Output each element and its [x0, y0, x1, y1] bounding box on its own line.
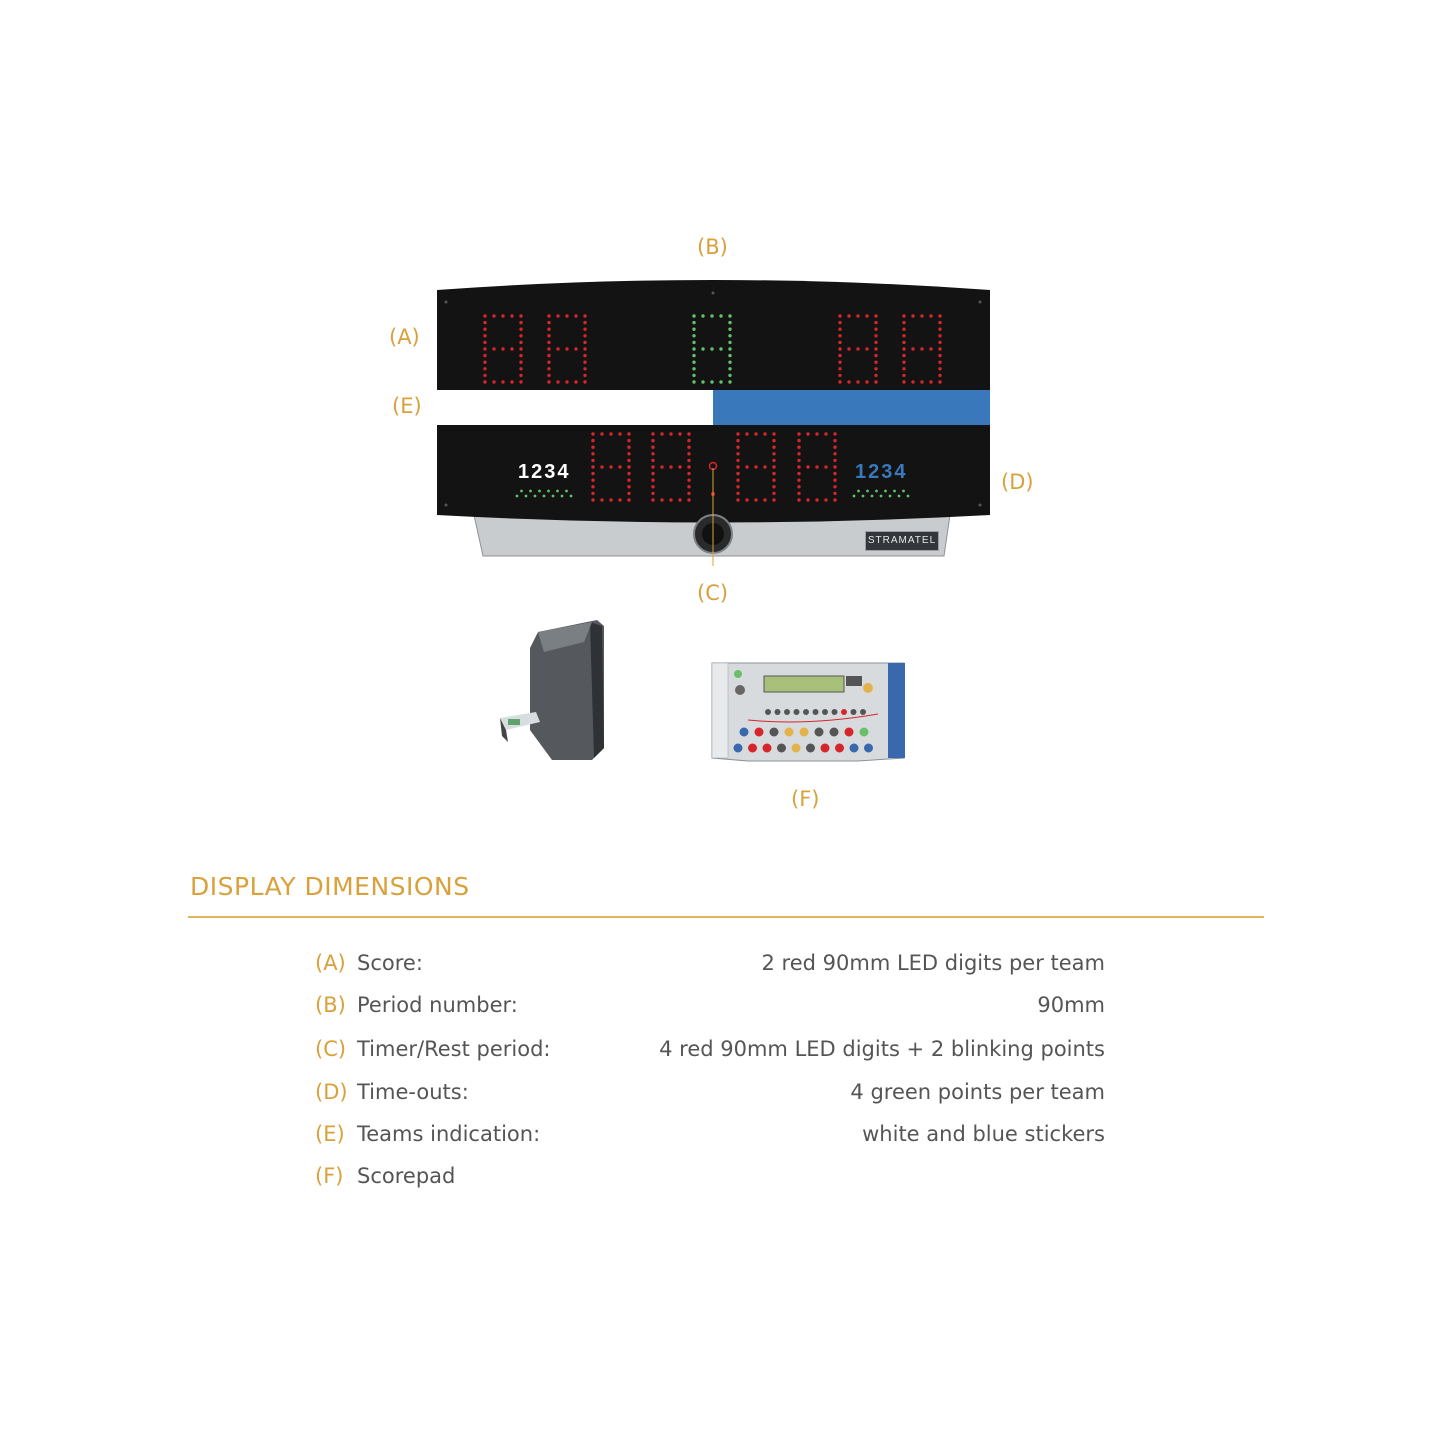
spec-letter: (F) — [315, 1164, 344, 1188]
home-score-digit-2 — [547, 314, 587, 384]
callout-f: (F) — [791, 787, 820, 811]
spec-value: 90mm — [1037, 993, 1105, 1017]
side-view-image — [500, 620, 604, 760]
scoreboard-illustration — [437, 280, 990, 566]
timer-digit-1 — [591, 432, 631, 502]
section-divider — [188, 916, 1264, 918]
spec-label: Timer/Rest period: — [357, 1037, 551, 1061]
spec-letter: (B) — [315, 993, 346, 1017]
led-digits — [483, 314, 942, 502]
callout-c: (C) — [697, 581, 729, 605]
spec-row: (F) Scorepad — [315, 1164, 1105, 1194]
spec-value: white and blue stickers — [862, 1122, 1105, 1146]
home-score-digit-1 — [483, 314, 523, 384]
panel-screws — [444, 291, 982, 507]
spec-letter: (E) — [315, 1122, 345, 1146]
home-team-sticker — [437, 390, 713, 425]
spec-row: (B) Period number: 90mm — [315, 993, 1105, 1023]
timer-digit-2 — [651, 432, 691, 502]
spec-letter: (A) — [315, 951, 346, 975]
spec-letter: (D) — [315, 1080, 348, 1104]
spec-row: (A) Score: 2 red 90mm LED digits per tea… — [315, 951, 1105, 981]
scorepad-image — [711, 662, 905, 762]
callout-a: (A) — [389, 325, 420, 349]
section-title: DISPLAY DIMENSIONS — [190, 872, 470, 901]
spec-label: Teams indication: — [357, 1122, 541, 1146]
spec-row: (D) Time-outs: 4 green points per team — [315, 1080, 1105, 1110]
spec-label: Time-outs: — [357, 1080, 469, 1104]
spec-letter: (C) — [315, 1037, 347, 1061]
callout-e: (E) — [392, 394, 422, 418]
brand-logo: STRAMATEL — [865, 531, 939, 551]
home-timeout-points — [515, 489, 573, 498]
spec-value: 4 green points per team — [850, 1080, 1105, 1104]
home-timeout-numbers: 1234 — [518, 461, 571, 483]
period-digit — [692, 314, 732, 384]
guest-timeout-points — [852, 489, 910, 498]
spec-value: 4 red 90mm LED digits + 2 blinking point… — [659, 1037, 1105, 1061]
spec-row: (C) Timer/Rest period: 4 red 90mm LED di… — [315, 1037, 1105, 1067]
guest-team-sticker — [713, 390, 990, 425]
spec-label: Scorepad — [357, 1164, 456, 1188]
callout-d: (D) — [1001, 470, 1034, 494]
guest-score-digit-1 — [838, 314, 878, 384]
spec-value: 2 red 90mm LED digits per team — [761, 951, 1105, 975]
guest-timeout-numbers: 1234 — [855, 461, 908, 483]
spec-row: (E) Teams indication: white and blue sti… — [315, 1122, 1105, 1152]
spec-label: Period number: — [357, 993, 518, 1017]
spec-label: Score: — [357, 951, 423, 975]
timer-digit-4 — [797, 432, 837, 502]
callout-b: (B) — [697, 235, 728, 259]
timer-digit-3 — [736, 432, 776, 502]
guest-score-digit-2 — [902, 314, 942, 384]
